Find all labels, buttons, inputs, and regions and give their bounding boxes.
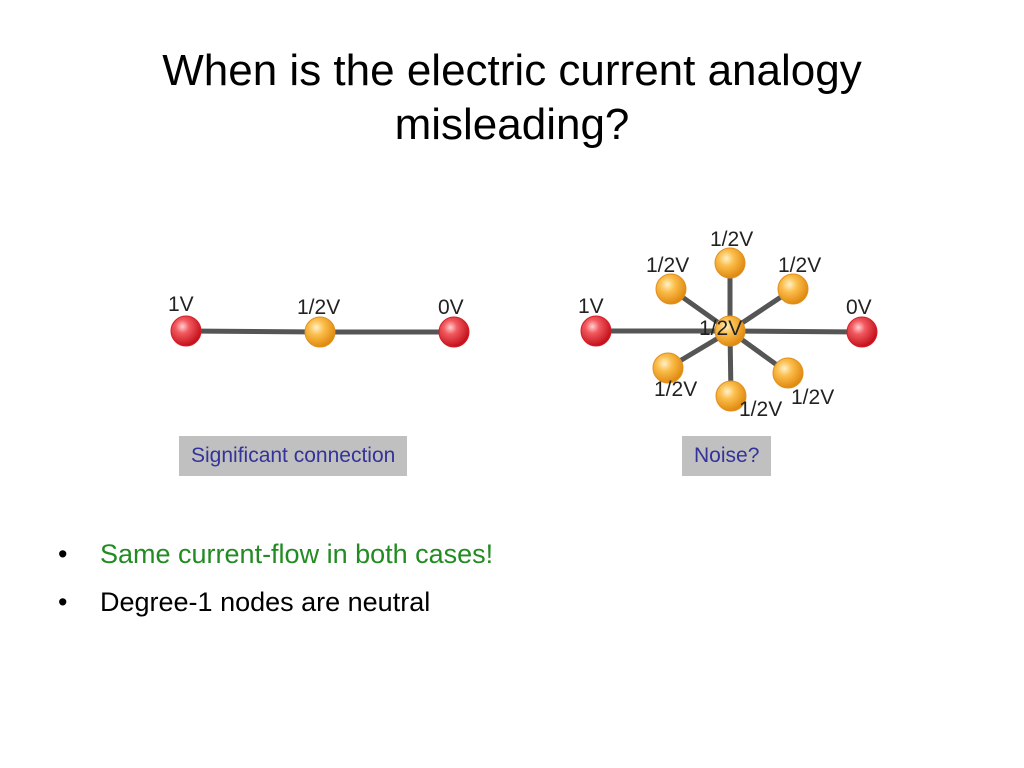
left-label-half-v: 1/2V [297, 296, 340, 319]
caption-noise: Noise? [682, 436, 772, 476]
bullet-list: • Same current-flow in both cases! • Deg… [58, 530, 493, 626]
right-label-center: 1/2V [699, 317, 742, 340]
caption-significant-connection: Significant connection [179, 436, 408, 476]
right-node-top [714, 247, 746, 279]
right-label-top: 1/2V [710, 228, 753, 251]
right-label-upper-right: 1/2V [778, 254, 821, 277]
right-node-upper-left [655, 273, 687, 305]
bullet-item: • Same current-flow in both cases! [58, 530, 493, 578]
left-edge-1 [185, 328, 321, 335]
bullet-dot: • [58, 587, 68, 617]
left-node-half-v [304, 316, 336, 348]
title-line-2: misleading? [394, 100, 630, 149]
bullet-dot: • [58, 539, 68, 569]
bullet-item: • Degree-1 nodes are neutral [58, 578, 493, 626]
right-label-bottom: 1/2V [739, 398, 782, 421]
right-edge-0v [729, 328, 863, 335]
left-label-1v: 1V [168, 293, 194, 316]
right-label-1v: 1V [578, 295, 604, 318]
right-node-center [714, 315, 746, 347]
right-label-lower-left: 1/2V [654, 378, 697, 401]
left-diagram: 1V 1/2V 0V [168, 293, 470, 348]
bullet-text: Same current-flow in both cases! [100, 539, 494, 569]
right-node-0v [846, 316, 878, 348]
right-node-1v [580, 315, 612, 347]
right-node-lower-left [652, 352, 684, 384]
left-label-0v: 0V [438, 296, 464, 319]
slide-title: When is the electric current analogy mis… [0, 44, 1024, 152]
title-line-1: When is the electric current analogy [162, 46, 862, 95]
right-label-0v: 0V [846, 296, 872, 319]
right-label-lower-right: 1/2V [791, 386, 834, 409]
right-node-lower-right [772, 357, 804, 389]
left-node-0v [438, 316, 470, 348]
right-node-upper-right [777, 273, 809, 305]
right-label-upper-left: 1/2V [646, 254, 689, 277]
right-diagram: 1V 1/2V 0V 1/2V 1/2V 1/2V 1/2V 1/2V 1/2V [578, 228, 878, 421]
left-node-1v [170, 315, 202, 347]
bullet-text: Degree-1 nodes are neutral [100, 587, 431, 617]
right-node-bottom [715, 380, 747, 412]
